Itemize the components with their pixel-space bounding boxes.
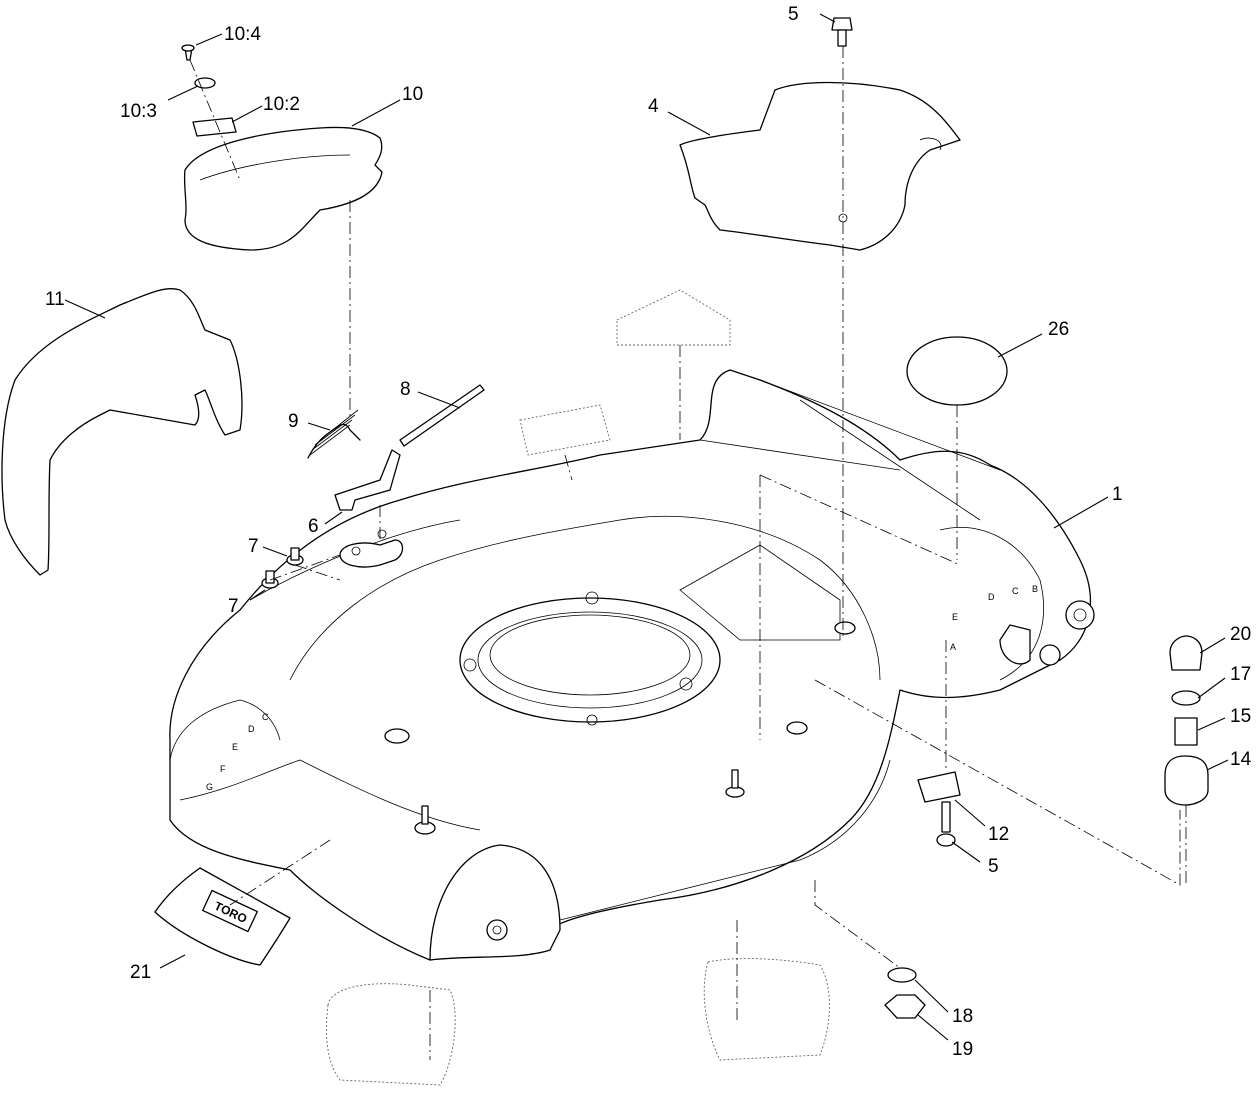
callout-4: 4 bbox=[648, 96, 659, 117]
callout-26: 26 bbox=[1048, 319, 1069, 340]
callout-5-top: 5 bbox=[788, 4, 799, 25]
bolt-part-7-b bbox=[261, 570, 279, 589]
callout-11: 11 bbox=[45, 289, 65, 310]
shield-part-4 bbox=[679, 81, 961, 251]
callout-15: 15 bbox=[1230, 706, 1251, 727]
cap-part-20 bbox=[1169, 635, 1203, 671]
bracket-part-6 bbox=[334, 449, 401, 511]
callout-7-upper: 7 bbox=[248, 536, 259, 557]
ghost-decal-outline bbox=[519, 404, 611, 456]
height-letter-left-3: D bbox=[248, 724, 255, 734]
callout-8: 8 bbox=[400, 379, 411, 400]
height-letter-right-0: E bbox=[952, 612, 958, 622]
decal-part-21: TORO bbox=[154, 867, 291, 966]
height-letter-left-1: F bbox=[220, 764, 226, 774]
callout-6: 6 bbox=[308, 516, 319, 537]
height-letter-left-0: G bbox=[206, 782, 213, 792]
callout-10-2: 10:2 bbox=[263, 94, 300, 115]
assembly-lines bbox=[229, 46, 1187, 1060]
decal-logo-box bbox=[202, 889, 258, 933]
callout-12: 12 bbox=[988, 824, 1009, 845]
callout-21: 21 bbox=[130, 962, 151, 983]
callout-18: 18 bbox=[952, 1006, 973, 1027]
nut-part-19 bbox=[884, 994, 926, 1019]
ghost-mulch-plug-right bbox=[703, 958, 830, 1061]
nut-part-14 bbox=[1164, 755, 1209, 806]
fitting-stack bbox=[1164, 635, 1209, 806]
callout-7-lower: 7 bbox=[228, 596, 239, 617]
height-letter-left-4: C bbox=[262, 712, 269, 722]
height-letter-right-1: D bbox=[988, 592, 995, 602]
callout-17: 17 bbox=[1230, 664, 1251, 685]
washer-part-17 bbox=[1171, 690, 1201, 706]
height-letter-right-4: A bbox=[950, 642, 956, 652]
callout-20: 20 bbox=[1230, 624, 1251, 645]
bracket-part-12 bbox=[917, 771, 961, 803]
callout-10-3: 10:3 bbox=[120, 101, 157, 122]
bolt-part-5-top bbox=[831, 17, 853, 47]
washer-part-18 bbox=[887, 967, 917, 983]
callout-labels: 10:4 10:3 10:2 10 5 4 11 26 8 9 1 6 7 7 … bbox=[45, 4, 1252, 1060]
callout-5-lower: 5 bbox=[988, 856, 999, 877]
bolt-part-5-lower bbox=[936, 801, 956, 847]
upper-cover-part-10 bbox=[181, 44, 383, 251]
ghost-label-outline bbox=[616, 289, 731, 346]
spring-part-9 bbox=[307, 409, 361, 459]
callout-19: 19 bbox=[952, 1039, 973, 1060]
callout-1: 1 bbox=[1112, 484, 1123, 505]
rod-part-8 bbox=[399, 384, 485, 447]
bracket-10-2 bbox=[192, 117, 237, 137]
disc-part-26 bbox=[906, 336, 1008, 406]
mower-deck-housing: E D C B A G F E D C bbox=[169, 369, 1095, 961]
side-cover-part-11 bbox=[1, 288, 243, 576]
height-letter-right-3: B bbox=[1032, 584, 1038, 594]
callout-14: 14 bbox=[1230, 749, 1252, 770]
callout-9: 9 bbox=[288, 411, 299, 432]
washer-10-3 bbox=[194, 77, 216, 89]
fitting-part-15 bbox=[1174, 717, 1198, 746]
callout-10-4: 10:4 bbox=[224, 24, 261, 45]
shield-slot bbox=[919, 137, 942, 151]
ghost-mulch-plug-left bbox=[325, 983, 456, 1086]
height-letter-left-2: E bbox=[232, 742, 238, 752]
callout-10: 10 bbox=[402, 84, 423, 105]
leader-lines bbox=[64, 13, 1229, 1041]
height-letter-right-2: C bbox=[1012, 586, 1019, 596]
